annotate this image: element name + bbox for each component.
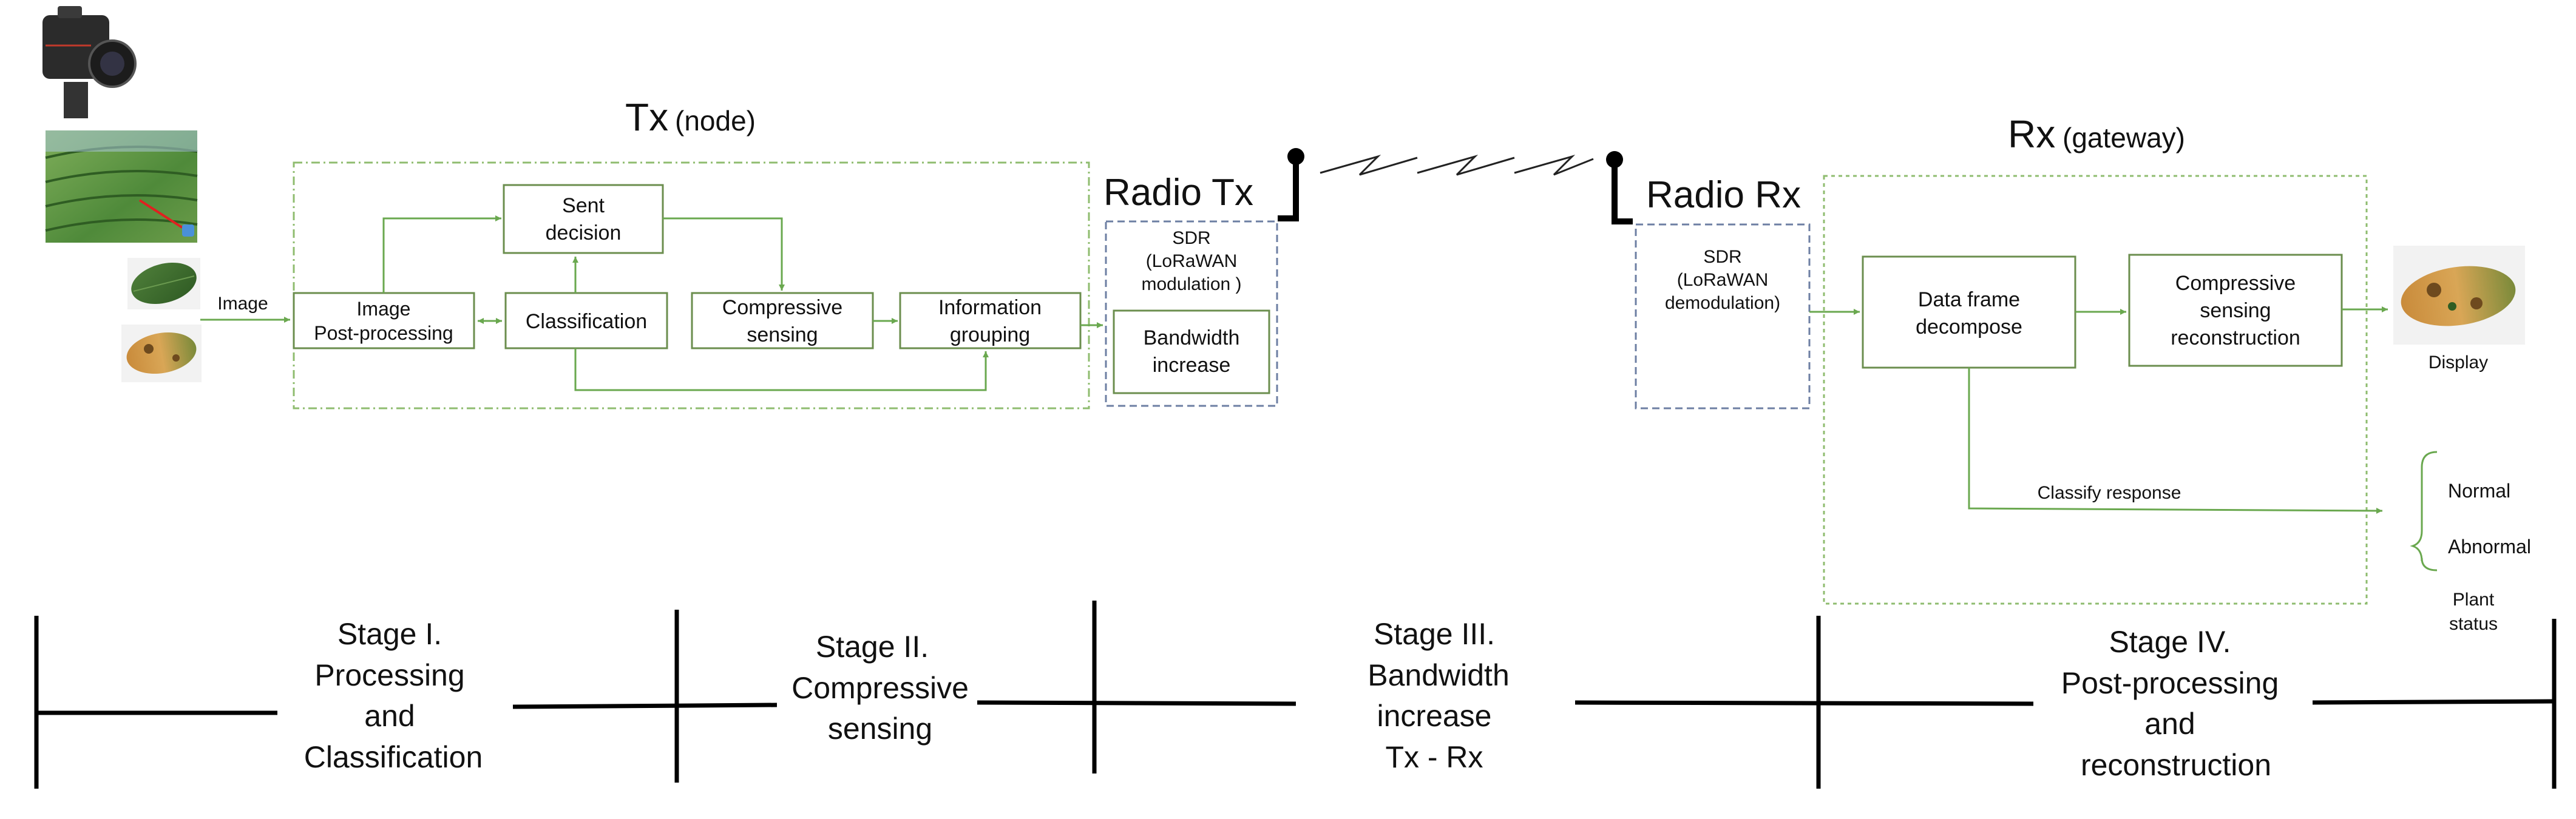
- data-frame-decompose-block: Data frame decompose: [1862, 255, 2076, 369]
- rx-gateway-boundary: [1823, 175, 2368, 605]
- stage-4-label: Stage IV. Post-processing and reconstruc…: [2061, 625, 2279, 782]
- compressive-reconstruction-block: Compressive sensing reconstruction: [2128, 254, 2343, 367]
- svg-text:Tx - Rx: Tx - Rx: [1385, 740, 1483, 774]
- plant-status-title: Plant: [2453, 590, 2495, 610]
- sdr-rx-block: SDR (LoRaWAN demodulation): [1635, 223, 1811, 410]
- svg-text:sensing: sensing: [828, 712, 932, 746]
- svg-text:Compressive: Compressive: [722, 296, 842, 319]
- compressive-sensing-block: Compressive sensing: [691, 292, 874, 349]
- svg-text:modulation ): modulation ): [1141, 274, 1241, 294]
- svg-text:and: and: [364, 699, 415, 733]
- svg-text:Stage III.: Stage III.: [1374, 617, 1495, 651]
- svg-text:decompose: decompose: [1916, 315, 2022, 339]
- svg-text:increase: increase: [1377, 699, 1492, 733]
- rx-flow-arrows: [1809, 306, 2388, 514]
- information-grouping-block: Information grouping: [899, 292, 1082, 349]
- svg-text:Post-processing: Post-processing: [314, 322, 453, 344]
- svg-text:SDR: SDR: [1172, 228, 1210, 248]
- svg-text:Stage II.: Stage II.: [816, 630, 929, 664]
- display-label: Display: [2429, 352, 2488, 372]
- plant-status-normal: Normal: [2448, 480, 2510, 502]
- svg-text:Information: Information: [938, 296, 1042, 319]
- svg-text:increase: increase: [1153, 354, 1231, 377]
- stage-3-label: Stage III. Bandwidth increase Tx - Rx: [1368, 617, 1510, 774]
- svg-text:status: status: [2449, 614, 2498, 634]
- sdr-tx-block: SDR (LoRaWAN modulation ) Bandwidth incr…: [1105, 220, 1278, 407]
- tx-title: Tx: [625, 95, 668, 139]
- svg-text:and: and: [2144, 707, 2195, 741]
- bandwidth-increase-block: Bandwidth: [1144, 326, 1240, 349]
- svg-text:Classification: Classification: [304, 740, 483, 774]
- svg-text:SDR: SDR: [1703, 247, 1741, 267]
- display-leaf-photo: [2393, 246, 2525, 345]
- stage-1-label: Stage I. Processing and Classification: [304, 617, 483, 774]
- classification-block: Classification: [504, 292, 668, 349]
- svg-text:Compressive: Compressive: [791, 671, 969, 705]
- stage-2-label: Stage II. Compressive sensing: [791, 630, 969, 746]
- tx-antenna-icon: [1278, 148, 1304, 221]
- svg-text:Data frame: Data frame: [1918, 288, 2020, 311]
- svg-text:decision: decision: [546, 221, 622, 244]
- plant-status-abnormal: Abnormal: [2448, 536, 2531, 558]
- tx-node-boundary: [293, 161, 1090, 410]
- classify-response-label: Classify response: [2038, 483, 2181, 503]
- svg-text:Post-processing: Post-processing: [2061, 666, 2279, 700]
- wireless-link-icon: [1320, 154, 1594, 176]
- svg-text:(LoRaWAN: (LoRaWAN: [1146, 251, 1238, 271]
- svg-text:Bandwidth: Bandwidth: [1368, 658, 1510, 692]
- svg-text:Classification: Classification: [526, 310, 647, 333]
- tx-flow-arrows: [382, 215, 1103, 391]
- radio-tx-label: Radio Tx: [1103, 172, 1253, 214]
- plant-status-brace: [2410, 451, 2438, 571]
- svg-text:sensing: sensing: [2200, 299, 2271, 322]
- image-input-label: Image: [217, 294, 268, 314]
- svg-text:Stage IV.: Stage IV.: [2109, 625, 2231, 659]
- healthy-leaf-photo: [127, 258, 200, 309]
- svg-text:reconstruction: reconstruction: [2171, 326, 2300, 349]
- svg-text:(LoRaWAN: (LoRaWAN: [1677, 270, 1769, 290]
- svg-text:reconstruction: reconstruction: [2081, 748, 2271, 782]
- svg-text:Sent: Sent: [562, 194, 605, 217]
- stage-timeline: [34, 601, 2557, 789]
- sent-decision-block: Sent decision: [503, 184, 664, 254]
- svg-text:Image: Image: [357, 298, 411, 320]
- tx-subtitle: (node): [675, 105, 756, 136]
- rx-title: Rx: [2008, 112, 2055, 156]
- radio-rx-label: Radio Rx: [1646, 174, 1801, 216]
- svg-text:Stage I.: Stage I.: [337, 617, 442, 651]
- camera-icon: [42, 6, 137, 118]
- tea-field-photo: [45, 130, 198, 243]
- svg-text:grouping: grouping: [950, 323, 1030, 346]
- rx-subtitle: (gateway): [2062, 122, 2185, 153]
- image-postprocessing-block: Image Post-processing: [293, 292, 475, 349]
- svg-text:demodulation): demodulation): [1665, 293, 1780, 313]
- svg-text:Processing: Processing: [314, 658, 464, 692]
- rx-antenna-icon: [1606, 151, 1633, 224]
- diseased-leaf-photo: [121, 325, 202, 382]
- svg-text:sensing: sensing: [747, 323, 818, 346]
- svg-text:Compressive: Compressive: [2175, 272, 2296, 295]
